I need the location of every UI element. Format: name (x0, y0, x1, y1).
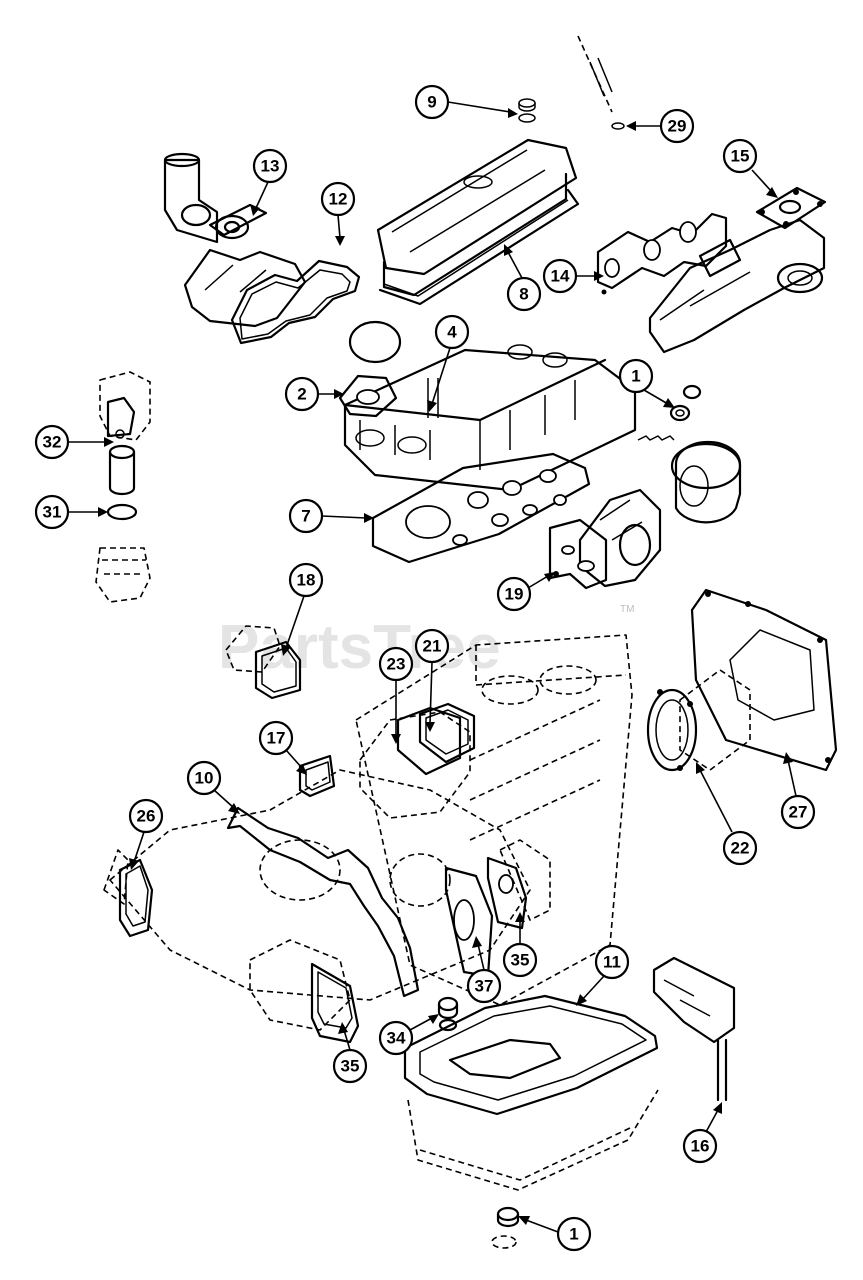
callout-23-label: 23 (387, 655, 406, 674)
callout-18-label: 18 (297, 571, 316, 590)
callout-17[interactable]: 17 (258, 720, 307, 775)
callout-22[interactable]: 22 (696, 762, 758, 866)
callout-22-label: 22 (731, 839, 750, 858)
part-29-stud (577, 35, 625, 130)
part-26-gasket (103, 849, 154, 938)
part-34-plug (437, 996, 459, 1032)
part-37-gasket (444, 866, 494, 978)
callout-23[interactable]: 23 (378, 646, 414, 744)
part-16-pipe (652, 956, 736, 1102)
callout-11[interactable]: 11 (576, 944, 630, 1006)
callout-27[interactable]: 27 (780, 752, 816, 830)
callout-1-lower-label: 1 (569, 1225, 578, 1244)
callout-4[interactable]: 4 (427, 314, 470, 412)
part-13-water-outlet (163, 152, 268, 244)
callout-13-label: 13 (261, 157, 280, 176)
watermark: PartsTree (218, 613, 501, 682)
callout-27-label: 27 (789, 803, 808, 822)
callout-21[interactable]: 21 (414, 628, 450, 732)
callout-15[interactable]: 15 (722, 138, 778, 198)
callout-19-label: 19 (505, 585, 524, 604)
callout-15-label: 15 (731, 147, 750, 166)
part-cylinder-head (343, 320, 637, 492)
part-2-gasket (338, 374, 398, 418)
callout-14[interactable]: 14 (542, 258, 604, 294)
callout-8-label: 8 (519, 285, 528, 304)
callout-12-label: 12 (329, 190, 348, 209)
callout-32-label: 32 (43, 433, 62, 452)
callout-1-upper-label: 1 (631, 367, 640, 386)
callout-17-label: 17 (267, 729, 286, 748)
callout-34[interactable]: 34 (378, 1014, 439, 1056)
callout-7-label: 7 (301, 507, 310, 526)
callout-1-upper[interactable]: 1 (618, 358, 675, 408)
part-thermostat-housing (95, 371, 151, 603)
callout-26-label: 26 (137, 807, 156, 826)
part-12-gasket (230, 259, 361, 345)
part-22-seal (646, 669, 751, 772)
part-10-gear-case-gasket (226, 806, 420, 998)
callout-31[interactable]: 31 (34, 494, 108, 530)
callout-35-lower-label: 35 (341, 1057, 360, 1076)
part-engine-block (355, 634, 633, 1006)
part-35-lower-gasket (310, 962, 360, 1044)
part-oil-pan (407, 1089, 659, 1191)
callout-16-label: 16 (691, 1137, 710, 1156)
callout-34-label: 34 (387, 1029, 406, 1048)
part-8-valve-cover (376, 138, 580, 306)
part-exhaust-manifold (648, 218, 826, 354)
callout-9-label: 9 (427, 93, 436, 112)
part-18-gasket (225, 625, 302, 700)
part-7-head-gasket (371, 452, 591, 564)
callout-1-lower[interactable]: 1 (518, 1216, 592, 1252)
callout-29[interactable]: 29 (626, 108, 695, 144)
callout-2[interactable]: 2 (284, 376, 344, 412)
callout-31-label: 31 (43, 503, 62, 522)
callout-12[interactable]: 12 (320, 181, 356, 246)
callout-11-label: 11 (603, 953, 621, 972)
callout-2-label: 2 (297, 385, 306, 404)
part-water-pump (359, 702, 476, 819)
part-14-exhaust-gasket (596, 212, 728, 295)
part-35-upper-gasket (486, 839, 551, 930)
part-manifold-left (183, 248, 307, 328)
callout-21-label: 21 (423, 637, 442, 656)
callout-29-label: 29 (668, 117, 687, 136)
callout-8[interactable]: 8 (504, 244, 542, 312)
callout-9[interactable]: 9 (414, 84, 518, 120)
part-19-pump-gasket (548, 518, 608, 590)
callout-10[interactable]: 10 (186, 760, 240, 814)
part-pump (578, 488, 662, 588)
callout-26[interactable]: 26 (128, 798, 164, 870)
callout-35-lower[interactable]: 35 (332, 1022, 368, 1084)
callout-7[interactable]: 7 (288, 498, 374, 534)
callout-37-label: 37 (475, 977, 494, 996)
part-1-plug-lower (491, 1206, 520, 1249)
part-9-nut-washer (518, 98, 536, 123)
callout-13[interactable]: 13 (250, 148, 288, 216)
part-15-flange-gasket (755, 186, 827, 230)
part-oil-filter (670, 440, 742, 524)
part-1-plug-upper (637, 384, 702, 441)
callout-32[interactable]: 32 (34, 424, 114, 460)
callout-35-upper[interactable]: 35 (502, 912, 538, 978)
callout-16[interactable]: 16 (682, 1102, 722, 1164)
callout-19[interactable]: 19 (496, 572, 555, 612)
part-11-oil-pan-gasket (403, 994, 659, 1116)
watermark-tm: TM (620, 604, 634, 615)
callout-10-label: 10 (195, 769, 214, 788)
callout-14-label: 14 (551, 267, 570, 286)
callout-18[interactable]: 18 (281, 562, 324, 656)
callout-35-upper-label: 35 (511, 951, 530, 970)
callout-4-label: 4 (447, 323, 457, 342)
part-27-end-plate (690, 588, 838, 772)
callout-37[interactable]: 37 (466, 936, 502, 1004)
